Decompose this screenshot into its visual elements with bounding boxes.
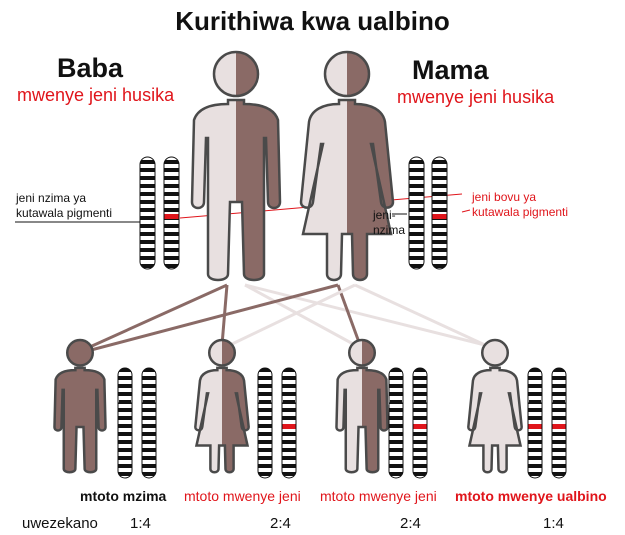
mother-figure — [301, 52, 393, 280]
father-chromosome-defective — [163, 157, 180, 269]
probability-carrier-2: 2:4 — [400, 516, 421, 531]
probability-carrier-1: 2:4 — [270, 516, 291, 531]
child-carrier-1-chromosome-b — [281, 368, 297, 478]
annotation-line: jeni bovu ya — [472, 190, 568, 205]
father-figure — [192, 52, 280, 280]
diagram-title: Kurithiwa kwa ualbino — [0, 8, 625, 34]
father-chromosome-normal — [139, 157, 156, 269]
annotation-line: kutawala pigmenti — [16, 206, 112, 221]
defective-gene-annotation: jeni bovu ya kutawala pigmenti — [472, 190, 568, 220]
annotation-line: kutawala pigmenti — [472, 205, 568, 220]
child-label-albino: mtoto mwenye ualbino — [455, 489, 607, 503]
annotation-line: nzima — [373, 223, 405, 238]
mother-chromosome-normal — [408, 157, 425, 269]
normal-gene-annotation-right: jeni- nzima — [373, 208, 405, 238]
child-carrier-1-chromosome-a — [257, 368, 273, 478]
father-carrier-label: mwenye jeni husika — [17, 86, 174, 104]
normal-gene-annotation-left: jeni nzima ya kutawala pigmenti — [16, 191, 112, 221]
child-carrier-son-figure — [336, 340, 387, 472]
child-albino-figure — [468, 340, 521, 472]
probability-label: uwezekano — [22, 516, 98, 531]
probability-healthy: 1:4 — [130, 516, 151, 531]
child-healthy-figure — [54, 340, 105, 472]
child-albino-chromosome-b — [551, 368, 567, 478]
mother-label: Mama — [412, 57, 489, 84]
probability-albino: 1:4 — [543, 516, 564, 531]
mother-carrier-label: mwenye jeni husika — [397, 88, 554, 106]
annotation-line: jeni- — [373, 208, 405, 223]
child-albino-chromosome-a — [527, 368, 543, 478]
child-label-carrier-2: mtoto mwenye jeni — [320, 489, 437, 503]
child-healthy-chromosome-a — [117, 368, 133, 478]
father-label: Baba — [57, 55, 123, 82]
defective-leader — [462, 210, 470, 212]
child-label-healthy: mtoto mzima — [80, 489, 166, 503]
mother-chromosome-defective — [431, 157, 448, 269]
child-carrier-2-chromosome-b — [412, 368, 428, 478]
annotation-line: jeni nzima ya — [16, 191, 112, 206]
child-carrier-2-chromosome-a — [388, 368, 404, 478]
child-healthy-chromosome-b — [141, 368, 157, 478]
child-carrier-daughter-figure — [195, 340, 248, 472]
inheritance-lines — [72, 285, 485, 355]
child-label-carrier-1: mtoto mwenye jeni — [184, 489, 301, 503]
